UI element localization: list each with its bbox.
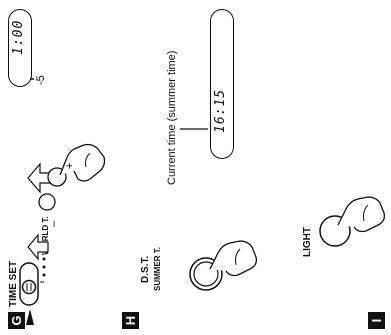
dst-button-illustration bbox=[189, 240, 258, 291]
caption-pointer bbox=[180, 128, 208, 130]
button-arrows-illustration bbox=[27, 143, 106, 261]
light-button-illustration bbox=[319, 196, 386, 247]
instruction-sheet: G TIME SET WORLD T. + – 1:00 -5 H D. bbox=[8, 9, 386, 329]
display-g-marker bbox=[30, 78, 34, 80]
mode-switch-illustration bbox=[19, 257, 46, 325]
